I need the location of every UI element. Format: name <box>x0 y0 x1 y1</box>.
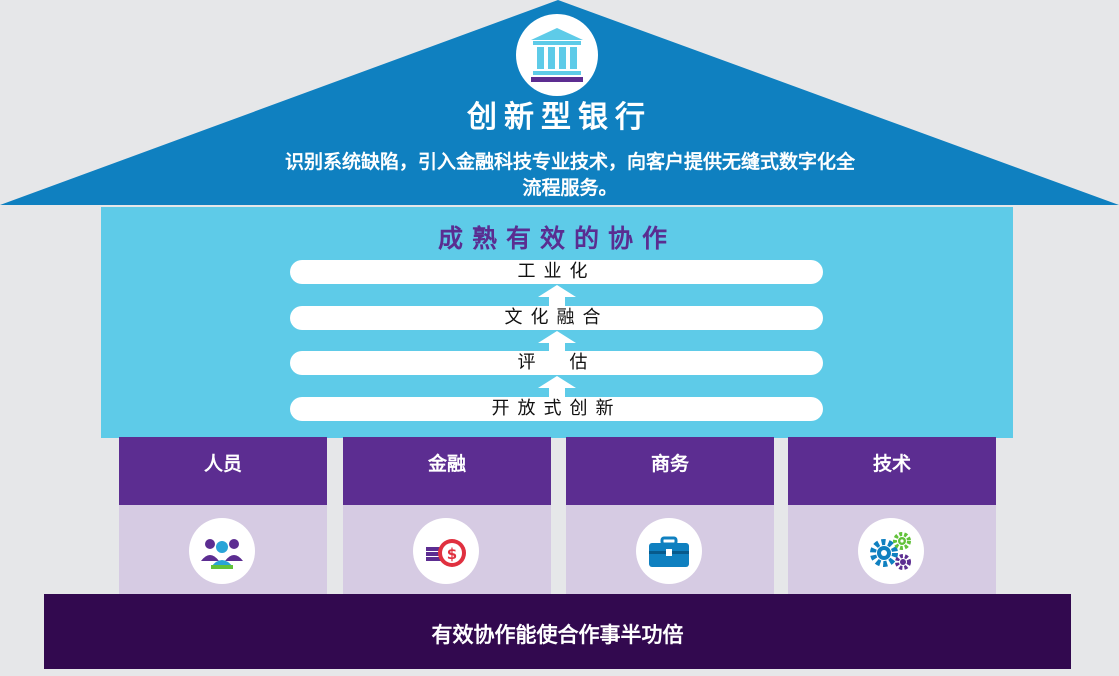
arrow-up-icon <box>538 285 576 307</box>
pillar-business: 商务 <box>566 437 774 595</box>
pillar-label: 商务 <box>566 437 774 505</box>
pillar-finance: 金融 $ <box>343 437 551 595</box>
arrow-up-icon <box>538 376 576 398</box>
collaboration-title: 成熟有效的协作 <box>437 224 676 253</box>
bank-icon <box>516 14 598 96</box>
roof <box>0 0 1119 205</box>
pillar-label: 金融 <box>343 437 551 505</box>
svg-text:$: $ <box>447 545 457 563</box>
pillar-label: 技术 <box>788 437 996 505</box>
step-bar-industrialization: 工业化 <box>290 260 823 284</box>
step-bar-culture-integration: 文化融合 <box>290 306 823 330</box>
roof-description: 识别系统缺陷，引入金融科技专业技术，向客户提供无缝式数字化全流程服务。 <box>284 151 855 199</box>
step-bar-open-innovation: 开放式创新 <box>290 397 823 421</box>
pillar-technology: 技术 <box>788 437 996 595</box>
collaboration-block: 成熟有效的协作 工业化 文化融合 评 估 开放式创新 <box>101 207 1013 438</box>
pillar-label: 人员 <box>119 437 327 505</box>
coins-dollar-icon: $ <box>413 518 479 584</box>
pillar-people: 人员 <box>119 437 327 595</box>
roof-title: 创新型银行 <box>467 100 652 135</box>
gears-icon <box>858 518 924 584</box>
foundation-banner: 有效协作能使合作事半功倍 <box>44 594 1071 669</box>
briefcase-icon <box>636 518 702 584</box>
step-bar-evaluation: 评 估 <box>290 351 823 375</box>
arrow-up-icon <box>538 331 576 353</box>
people-icon <box>189 518 255 584</box>
